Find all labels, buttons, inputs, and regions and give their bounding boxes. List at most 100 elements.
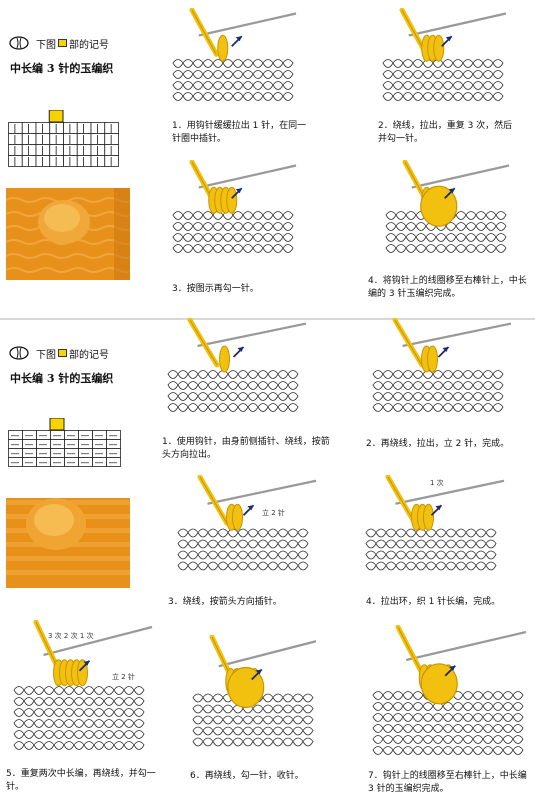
- legend-row-2: 下图 部的记号: [8, 344, 109, 362]
- chart-cell-symbol: —: [25, 440, 34, 450]
- chart-cell-symbol: |: [41, 157, 44, 167]
- chart-cell-symbol: —: [81, 431, 90, 441]
- chart-cell-symbol: |: [96, 135, 99, 145]
- step-illustration-1-3: [165, 160, 300, 270]
- chart-cell-symbol: —: [53, 440, 62, 450]
- chart-cell-symbol: —: [95, 431, 104, 441]
- chart-cell-symbol: |: [68, 146, 71, 156]
- chart-cell-symbol: |: [82, 157, 85, 167]
- stitch-chart-2: ————————————————————————————————: [8, 418, 123, 468]
- section-divider: [0, 318, 535, 320]
- chart-cell-symbol: |: [96, 157, 99, 167]
- chart-cell-symbol: |: [41, 124, 44, 134]
- chart-cell-symbol: |: [13, 146, 16, 156]
- chart-cell-symbol: |: [13, 157, 16, 167]
- chart-cell-symbol: —: [109, 431, 118, 441]
- step-caption: 2．绕线，拉出，重复 3 次，然后并勾一针。: [378, 121, 513, 144]
- bobble-symbol-icon: [8, 344, 30, 362]
- step-caption: 4．将钩针上的线圈移至右棒针上，中长编的 3 针玉编织完成。: [368, 276, 527, 299]
- stitch-chart-1: ||||||||||||||||||||||||||||||||: [8, 110, 120, 168]
- legend-tail: 部的记号: [69, 39, 109, 51]
- chart-cell-symbol: —: [39, 440, 48, 450]
- chart-cell-symbol: —: [67, 449, 76, 459]
- chart-cell-symbol: —: [25, 458, 34, 468]
- legend-tail: 部的记号: [69, 349, 109, 361]
- step-illustration-2-3: [170, 475, 320, 590]
- step-illustration-2-6: [185, 635, 320, 760]
- once-tag: 1 次: [430, 479, 444, 487]
- chart-cell-symbol: —: [109, 458, 118, 468]
- chart-cell-symbol: —: [67, 440, 76, 450]
- highlight-box-icon: [58, 349, 67, 357]
- legend-text: 下图: [36, 349, 56, 361]
- chart-cell-symbol: —: [81, 440, 90, 450]
- chart-cell-symbol: |: [96, 146, 99, 156]
- chart-cell-symbol: |: [55, 157, 58, 167]
- step-caption: 5．重复两次中长编，再绕线，并勾一针。: [6, 769, 156, 792]
- chart-cell-symbol: |: [110, 157, 113, 167]
- chart-cell-symbol: |: [27, 135, 30, 145]
- step-illustration-1-4: [378, 160, 513, 270]
- chart-cell-symbol: |: [96, 124, 99, 134]
- step-illustration-1-1: [165, 8, 300, 118]
- chart-cell-symbol: |: [55, 135, 58, 145]
- chart-cell-symbol: |: [110, 124, 113, 134]
- chart-cell-symbol: |: [68, 135, 71, 145]
- chart-cell-symbol: |: [41, 135, 44, 145]
- chart-cell-symbol: —: [39, 431, 48, 441]
- chart-cell-symbol: |: [27, 146, 30, 156]
- chart-cell-symbol: |: [13, 124, 16, 134]
- chart-cell-symbol: |: [27, 157, 30, 167]
- step-illustration-2-7: [365, 625, 530, 765]
- step-illustration-2-5: [6, 620, 156, 760]
- legend-row-1: 下图 部的记号: [8, 34, 109, 52]
- step-illustration-1-2: [375, 8, 510, 118]
- chart-cell-symbol: —: [95, 440, 104, 450]
- section-title-2: 中长编 3 针的玉编织: [10, 372, 114, 385]
- chart-cell-symbol: —: [81, 458, 90, 468]
- section-title-1: 中长编 3 针的玉编织: [10, 62, 114, 75]
- legend-text: 下图: [36, 39, 56, 51]
- chart-cell-symbol: |: [82, 124, 85, 134]
- chart-cell-symbol: |: [110, 146, 113, 156]
- step-caption: 2．再绕线，拉出，立 2 针，完成。: [366, 439, 510, 449]
- chart-cell-symbol: —: [109, 440, 118, 450]
- step-illustration-2-4: [358, 475, 508, 590]
- chart-cell-symbol: |: [68, 124, 71, 134]
- chart-cell-symbol: —: [67, 458, 76, 468]
- chart-cell-symbol: |: [82, 146, 85, 156]
- chart-cell-symbol: —: [25, 431, 34, 441]
- step-caption: 1．使用钩针，由身前侧插针、绕线，按箭头方向拉出。: [162, 437, 330, 460]
- chart-cell-symbol: —: [53, 458, 62, 468]
- chart-cell-symbol: —: [53, 431, 62, 441]
- chart-cell-symbol: —: [11, 431, 20, 441]
- loop-count-tag: 3 次 2 次 1 次: [48, 632, 94, 640]
- chart-cell-symbol: |: [110, 135, 113, 145]
- chart-cell-symbol: —: [11, 458, 20, 468]
- step-illustration-2-2: [365, 318, 515, 430]
- step-caption: 6．再绕线，勾一针，收针。: [190, 771, 304, 781]
- step-caption: 7．钩针上的线圈移至右棒针上，中长编 3 针的玉编织完成。: [368, 771, 527, 794]
- step-caption: 1．用钩针缓缓拉出 1 针，在同一针圈中插针。: [172, 121, 307, 144]
- chart-cell-symbol: —: [39, 449, 48, 459]
- chart-cell-symbol: —: [11, 440, 20, 450]
- chart-cell-symbol: |: [55, 124, 58, 134]
- chain-tag: 立 2 针: [262, 509, 285, 517]
- chart-cell-symbol: |: [82, 135, 85, 145]
- chain-tag-2: 立 2 针: [112, 673, 135, 681]
- chart-cell-symbol: —: [95, 458, 104, 468]
- chart-cell-symbol: |: [68, 157, 71, 167]
- chart-cell-symbol: |: [27, 124, 30, 134]
- chart-cell-symbol: |: [13, 135, 16, 145]
- knit-swatch-photo-1: [6, 188, 130, 280]
- step-caption: 4．拉出环，织 1 针长编，完成。: [366, 597, 501, 607]
- chart-cell-symbol: —: [53, 449, 62, 459]
- step-caption: 3．绕线，按箭头方向插针。: [168, 597, 282, 607]
- chart-cell-symbol: |: [41, 146, 44, 156]
- step-illustration-2-1: [160, 318, 310, 430]
- step-caption: 3．按图示再勾一针。: [172, 284, 259, 294]
- bobble-symbol-icon: [8, 34, 30, 52]
- knit-swatch-photo-2: [6, 492, 130, 588]
- highlight-box-icon: [58, 39, 67, 47]
- chart-cell-symbol: —: [11, 449, 20, 459]
